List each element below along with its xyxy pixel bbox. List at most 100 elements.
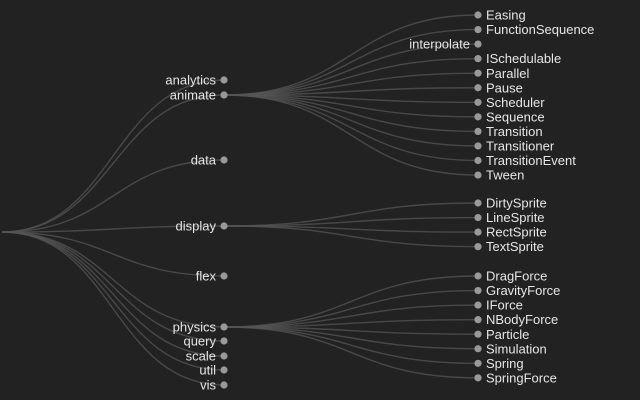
node-label: flex xyxy=(196,269,217,284)
node-group: analytics EasingFunctionSequenceinterpola… xyxy=(165,8,594,393)
node-dot[interactable] xyxy=(220,366,228,374)
node-particle[interactable]: Particle xyxy=(474,327,529,342)
node-dot[interactable] xyxy=(220,156,228,164)
node-dot[interactable] xyxy=(220,352,228,360)
node-dot[interactable] xyxy=(474,301,482,309)
node-scheduler[interactable]: Scheduler xyxy=(474,95,545,110)
node-dot[interactable] xyxy=(474,55,482,63)
node-label: SpringForce xyxy=(486,370,557,385)
node-scale[interactable]: scale xyxy=(186,349,228,364)
node-ischedulable[interactable]: ISchedulable xyxy=(474,51,561,66)
node-label: TextSprite xyxy=(486,239,544,254)
node-dot[interactable] xyxy=(474,25,482,34)
node-nbody-force[interactable]: NBodyForce xyxy=(474,312,558,327)
node-dot[interactable] xyxy=(474,142,482,150)
node-dot[interactable] xyxy=(474,69,482,77)
node-dot[interactable] xyxy=(220,222,228,230)
link-display-text-sprite xyxy=(223,225,479,248)
node-dot[interactable] xyxy=(474,272,482,280)
node-label: vis xyxy=(200,378,216,393)
node-label: GravityForce xyxy=(486,283,560,298)
link-physics-spring-force xyxy=(223,326,479,379)
link-group xyxy=(1,14,479,386)
node-physics[interactable]: physics xyxy=(173,320,228,335)
node-label: analytics xyxy=(165,73,216,88)
node-easing[interactable]: Easing xyxy=(474,8,526,23)
link-animate-function-sequence xyxy=(223,28,479,96)
node-spring[interactable]: Spring xyxy=(474,356,524,371)
node-gravity-force[interactable]: GravityForce xyxy=(474,283,560,298)
node-dot[interactable] xyxy=(220,381,228,389)
node-transition-event[interactable]: TransitionEvent xyxy=(474,153,576,168)
node-label: DirtySprite xyxy=(486,196,547,211)
node-dot[interactable] xyxy=(474,98,482,106)
link-physics-nbody-force xyxy=(223,318,479,328)
node-label: RectSprite xyxy=(486,225,547,240)
node-text-sprite[interactable]: TextSprite xyxy=(474,239,544,254)
node-function-sequence[interactable]: FunctionSequence xyxy=(474,22,594,37)
node-dot[interactable] xyxy=(474,316,482,324)
node-dot[interactable] xyxy=(474,11,482,19)
node-util[interactable]: util xyxy=(199,363,228,378)
node-display[interactable]: display xyxy=(176,219,228,234)
node-dot[interactable] xyxy=(220,91,228,99)
link-physics-gravity-force xyxy=(223,289,479,328)
node-spring-force[interactable]: SpringForce xyxy=(474,370,557,385)
node-flex[interactable]: flex xyxy=(196,269,228,284)
node-interpolate[interactable]: interpolate xyxy=(409,37,482,52)
link-flex xyxy=(1,231,225,277)
node-dot[interactable] xyxy=(474,330,482,338)
node-dot[interactable] xyxy=(474,243,482,251)
node-dot[interactable] xyxy=(474,345,482,353)
link-display-line-sprite xyxy=(223,216,479,227)
node-label: animate xyxy=(170,88,216,103)
node-label: Pause xyxy=(486,80,523,95)
node-dot[interactable] xyxy=(474,127,482,135)
node-dot[interactable] xyxy=(474,113,482,121)
node-dot[interactable] xyxy=(474,228,482,236)
node-label: DragForce xyxy=(486,269,547,284)
node-dot[interactable] xyxy=(474,374,482,382)
node-query[interactable]: query xyxy=(183,334,228,349)
node-label: query xyxy=(183,334,216,349)
node-dot[interactable] xyxy=(474,286,482,295)
node-label: display xyxy=(176,219,217,234)
node-label: ISchedulable xyxy=(486,51,561,66)
node-simulation[interactable]: Simulation xyxy=(474,341,547,356)
node-dot[interactable] xyxy=(474,199,482,207)
node-sequence[interactable]: Sequence xyxy=(474,109,545,124)
link-data xyxy=(1,159,225,233)
node-label: Particle xyxy=(486,327,529,342)
node-transitioner[interactable]: Transitioner xyxy=(474,139,555,154)
node-dot[interactable] xyxy=(220,76,228,84)
node-dot[interactable] xyxy=(474,359,482,367)
node-label: Sequence xyxy=(486,109,545,124)
node-label: Transition xyxy=(486,124,543,139)
node-tween[interactable]: Tween xyxy=(474,168,524,183)
node-dot[interactable] xyxy=(474,84,482,92)
node-pause[interactable]: Pause xyxy=(474,80,523,95)
link-display xyxy=(1,225,225,233)
node-vis[interactable]: vis xyxy=(200,378,228,393)
node-dot[interactable] xyxy=(474,171,482,179)
node-dot[interactable] xyxy=(220,272,228,280)
link-vis xyxy=(1,231,225,386)
node-line-sprite[interactable]: LineSprite xyxy=(474,210,545,225)
node-dot[interactable] xyxy=(474,156,482,165)
node-dot[interactable] xyxy=(220,337,228,345)
node-dot[interactable] xyxy=(474,40,482,48)
node-transition[interactable]: Transition xyxy=(474,124,543,139)
node-drag-force[interactable]: DragForce xyxy=(474,269,547,284)
node-animate[interactable]: animate xyxy=(170,88,228,103)
node-label: Easing xyxy=(486,8,526,23)
node-iforce[interactable]: IForce xyxy=(474,298,523,313)
node-analytics[interactable]: analytics xyxy=(165,73,228,88)
node-rect-sprite[interactable]: RectSprite xyxy=(474,225,547,240)
node-data[interactable]: data xyxy=(191,153,228,168)
node-dot[interactable] xyxy=(474,213,482,222)
link-animate-pause xyxy=(223,87,479,96)
node-dot[interactable] xyxy=(220,323,228,331)
node-label: TransitionEvent xyxy=(486,153,576,168)
node-dirty-sprite[interactable]: DirtySprite xyxy=(474,196,547,211)
node-parallel[interactable]: Parallel xyxy=(474,66,529,81)
